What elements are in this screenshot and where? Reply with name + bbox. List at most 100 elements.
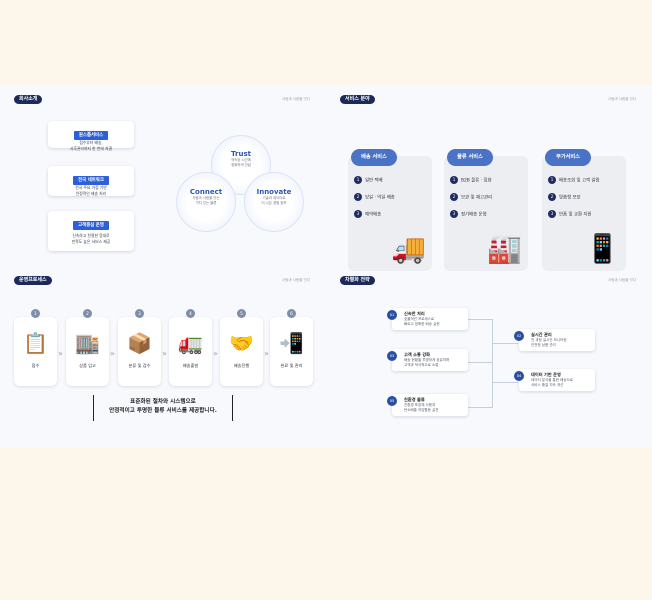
panel-tagline: 사람과 사람을 잇다 [282,97,310,101]
step-number: 6 [287,309,296,318]
connector-line [492,382,518,383]
warehouse-icon: 🏭 [487,232,522,265]
truck-icon: 🚚 [391,232,426,265]
value-title: Trust [231,150,251,158]
mobile-check-icon: 📲 [279,331,304,355]
strategy-title: 신속한 처리 [404,311,425,316]
chevron-right-icon: » [58,349,63,358]
chevron-right-icon: » [110,349,115,358]
clipboard-icon: 📋 [23,331,48,355]
connector-line [492,343,518,344]
strategy-title: 데이터 기반 운영 [531,372,561,377]
strategy-line: 친환경 포장재 사용과 [404,403,436,407]
connector-line [466,319,492,320]
strategy-line: 효율적인 프로세스로 [404,317,435,321]
value-line: 약속된 시간에 [231,158,251,162]
service-card-line: 만족도 높은 서비스 제공 [71,238,111,244]
column-title: 부가서비스 [545,149,591,166]
handshake-icon: 🤝 [229,331,254,355]
panel-tagline: 사람과 사람을 잇다 [282,278,310,282]
sorting-icon: 📦 [127,331,152,355]
service-card-line: 사후관리까지 한 번에 처결 [69,145,113,151]
summary-line: 표준화된 절차와 시스템으로 [130,399,196,405]
service-card-title: 전국 네트워크 [73,176,109,185]
service-column-extra: 📱 [542,156,626,271]
strategy-title: 친환경 물류 [404,397,425,402]
value-title: Connect [189,188,223,196]
process-step-5: 5 🤝 배송진행 [220,309,263,386]
service-card-title: 고객중심 운영 [73,221,109,230]
company-intro-panel: 회사소개 사람과 사람을 잇다 원스톱서비스 접수부터 배송, 사후관리까지 한… [0,86,326,267]
step-label: 상품 입고 [79,363,96,368]
service-card-onestop: 원스톱서비스 접수부터 배송, 사후관리까지 한 번에 처결 [48,121,134,151]
chevron-right-icon: » [213,349,218,358]
strategy-number: 01 [387,310,397,320]
service-card-title: 원스톱서비스 [73,131,109,140]
connector-line [492,319,493,408]
strategy-line: 전 과정 실시간 모니터링 [531,338,567,342]
step-label: 배송진행 [233,363,250,368]
step-label: 접수 [31,363,40,368]
step-number: 1 [31,309,40,318]
process-step-6: 6 📲 완료 및 관리 [270,309,313,386]
strategy-number: 04 [514,371,524,381]
strategy-title: 고객 소통 강화 [404,352,431,357]
step-number: 2 [83,309,92,318]
strategy-line: 배송 현황을 투명하게 공유하며 [404,358,450,362]
warehouse-icon: 🏬 [75,331,100,355]
strategy-line: 빠르고 정확한 배송 실현 [404,322,440,326]
service-card-line: 전국 주요 거점 기반 [75,185,107,190]
chevron-right-icon: » [162,349,167,358]
phone-location-icon: 📱 [585,232,620,265]
service-card-line: 안정적인 배송 처리 [75,190,107,196]
step-label: 분류 및 검수 [128,363,151,368]
strategy-number: 02 [514,331,524,341]
strategy-card-05: 05 친환경 물류 친환경 포장재 사용과 탄소배출 저감활동 실천 [387,394,468,416]
step-number: 5 [237,309,246,318]
service-card-network: 전국 네트워크 전국 주요 거점 기반 안정적인 배송 처리 [48,166,134,196]
operation-process-pill: 운영프로세스 [14,276,52,285]
strategy-line: 서비스 품질 지속 개선 [531,383,564,387]
strategy-card-04: 04 데이터 기반 운영 데이터 분석을 통한 배송으로 서비스 품질 지속 개… [514,369,595,391]
summary-line: 안정적이고 투명한 물류 서비스를 제공합니다. [109,408,217,414]
strategy-card-02: 02 실시간 관리 전 과정 실시간 모니터링 안전한 상품 관리 [514,329,595,351]
company-intro-pill: 회사소개 [14,95,43,104]
strategy-line: 고객과 적극적으로 소통 [404,363,439,367]
value-line: 정확하게 전달 [231,163,251,167]
value-line: 사람과 사람을 잇는 [192,196,220,200]
strategy-line: 안전한 상품 관리 [531,343,556,347]
strategy-number: 03 [387,351,397,361]
strategy-title: 실시간 관리 [531,332,552,337]
strategy-card-03: 03 고객 소통 강화 배송 현황을 투명하게 공유하며 고객과 적극적으로 소… [387,349,468,371]
panel-tagline: 사람과 사람을 잇다 [608,97,636,101]
column-title: 물류 서비스 [447,149,493,166]
connector-line [466,407,492,408]
delivery-truck-icon: 🚛 [178,331,203,355]
strategy-number: 05 [387,396,397,406]
strategy-line: 데이터 분석을 통한 배송으로 [531,378,573,382]
service-card-line: 접수부터 배송, [79,140,103,145]
step-label: 배송출발 [182,363,199,368]
chevron-right-icon: » [264,349,269,358]
value-line: 더 나은 경험 창조 [261,201,287,205]
step-number: 4 [186,309,195,318]
step-number: 3 [135,309,144,318]
panel-tagline: 사람과 사람을 잇다 [608,278,636,282]
service-card-customer: 고객중심 운영 신속하고 친절한 응대로 만족도 높은 서비스 제공 [48,211,134,251]
differentiation-pill: 차별화 전략 [340,276,375,285]
value-circle-innovate: Innovate 기술과 데이터로 더 나은 경험 창조 [244,172,304,232]
value-line: 기술과 데이터로 [262,196,286,200]
strategy-card-01: 01 신속한 처리 효율적인 프로세스로 빠르고 정확한 배송 실현 [387,308,468,330]
process-step-3: 3 📦 분류 및 검수 [118,309,161,386]
differentiation-panel: 차별화 전략 사람과 사람을 잇다 01 신속한 처리 효율적인 프로세스로 빠… [326,267,652,448]
strategy-line: 탄소배출 저감활동 실천 [404,408,439,412]
column-title: 배송 서비스 [351,149,397,166]
